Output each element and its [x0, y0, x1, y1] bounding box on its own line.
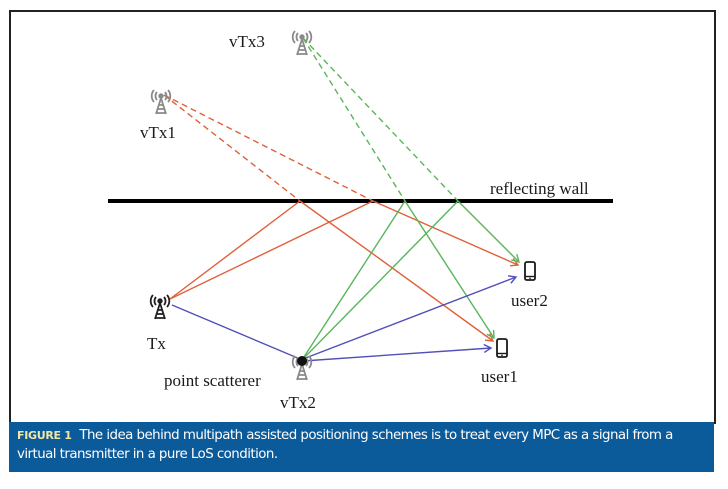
- figure-frame: [9, 10, 716, 424]
- label-vtx3: vTx3: [229, 32, 265, 51]
- label-vtx2: vTx2: [280, 393, 316, 412]
- tx-to-wall-path-1: [169, 200, 301, 300]
- vtx3-antenna-icon: [291, 30, 313, 56]
- label-reflecting-wall: reflecting wall: [490, 179, 589, 198]
- scatterer-to-wall-path-2: [301, 200, 459, 361]
- vtx1-virtual-path-1: [163, 94, 301, 202]
- wall-to-user2-path: [372, 200, 520, 267]
- label-vtx1: vTx1: [140, 123, 176, 142]
- scatterer-to-wall-path-1: [301, 200, 406, 361]
- label-tx: Tx: [147, 334, 166, 353]
- caption-text: The idea behind multipath assisted posit…: [17, 428, 673, 462]
- tx-antenna-icon: [149, 294, 171, 320]
- scatterer-to-user2-path: [302, 275, 518, 360]
- user1-phone-icon: [496, 338, 508, 358]
- figure-number: FIGURE 1: [17, 429, 72, 442]
- wall-to-user1-green-path: [404, 200, 495, 340]
- tx-to-scatterer-path: [171, 304, 301, 360]
- wall-to-user2-green-path: [457, 200, 520, 263]
- scatterer-to-user1-path: [302, 343, 493, 362]
- figure-caption: FIGURE 1 The idea behind multipath assis…: [9, 422, 714, 472]
- tx-to-wall-path-2: [169, 200, 374, 300]
- vtx1-virtual-path-2: [163, 94, 374, 202]
- user2-phone-icon: [524, 261, 536, 281]
- label-user2: user2: [511, 291, 548, 310]
- point-scatterer-dot: [297, 356, 307, 366]
- label-point-scatterer: point scatterer: [164, 371, 261, 390]
- wall-to-user1-path: [299, 200, 495, 342]
- vtx1-antenna-icon: [150, 89, 172, 115]
- vtx3-virtual-path-1: [302, 37, 406, 202]
- vtx3-virtual-path-2: [302, 37, 459, 202]
- label-user1: user1: [481, 367, 518, 386]
